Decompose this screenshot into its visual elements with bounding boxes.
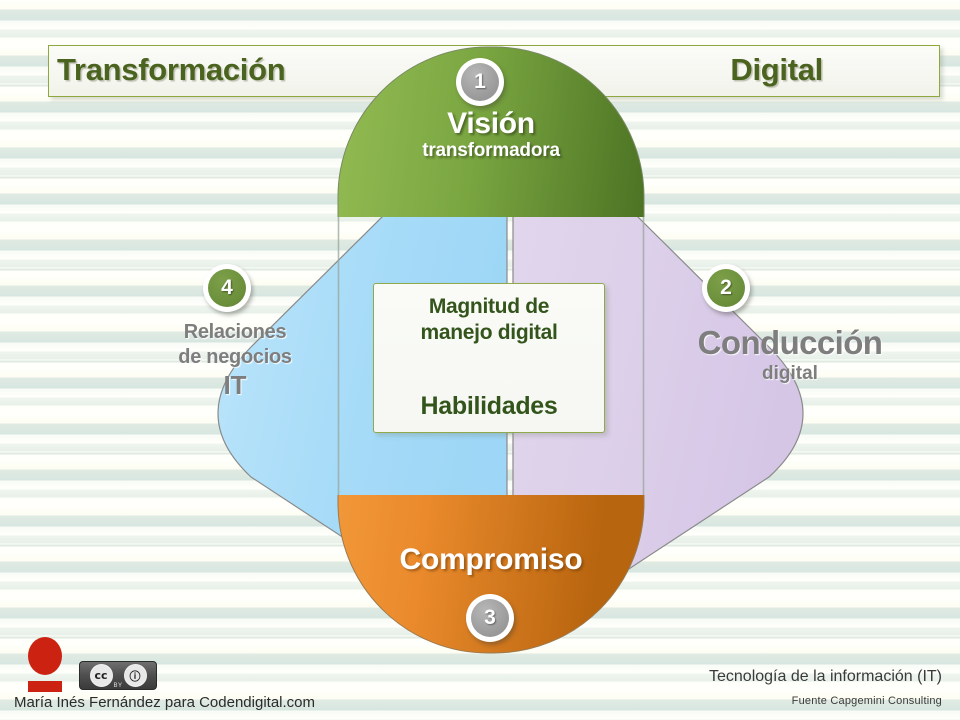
quadrant-bottom-orange-shape [337, 495, 645, 654]
badge-3: 3 [466, 594, 514, 642]
center-card-line3: Habilidades [420, 392, 558, 420]
title-bar: Transformación Digital [48, 45, 940, 97]
center-pill-shapes [337, 46, 645, 654]
center-card-line2: manejo digital [420, 321, 558, 344]
relaciones-line2: de negocios [178, 346, 292, 368]
conduccion-subtitle: digital [762, 363, 818, 384]
center-card: Magnitud de manejo digital Habilidades [373, 283, 605, 433]
badge-1-number: 1 [461, 63, 499, 101]
relaciones-line1: Relaciones [183, 321, 287, 343]
badge-1: 1 [456, 58, 504, 106]
footer-it-label: Tecnología de la información (IT) [709, 668, 942, 685]
badge-4: 4 [203, 264, 251, 312]
badge-4-number: 4 [208, 269, 246, 307]
attribution-text: María Inés Fernández para Codendigital.c… [14, 694, 315, 711]
center-card-line1: Magnitud de [428, 295, 550, 318]
quadrant-bottom-text: Compromiso [399, 543, 583, 576]
badge-2-number: 2 [707, 269, 745, 307]
cc-by-label: BY [113, 683, 123, 689]
logo-bar-icon [28, 681, 62, 692]
footer-source-label: Fuente Capgemini Consulting [791, 695, 942, 707]
creative-commons-badge-icon[interactable]: cc ⓘ BY [79, 661, 157, 690]
badge-3-number: 3 [471, 599, 509, 637]
conduccion-title: Conducción [697, 324, 883, 361]
relaciones-line3: IT [223, 370, 247, 400]
center-card-top: Magnitud de manejo digital [380, 294, 598, 346]
quadrant-right-text: Conducción digital [640, 324, 940, 386]
quadrant-top-green-shape [337, 46, 645, 217]
logo-circle-icon [28, 637, 62, 675]
cc-icon: cc [89, 664, 113, 687]
badge-2: 2 [702, 264, 750, 312]
cc-by-person-icon: ⓘ [123, 664, 147, 687]
page-title-left: Transformación [57, 52, 286, 87]
page-title-right: Digital [730, 52, 823, 87]
quadrant-left-text: Relaciones de negocios IT [150, 320, 320, 400]
